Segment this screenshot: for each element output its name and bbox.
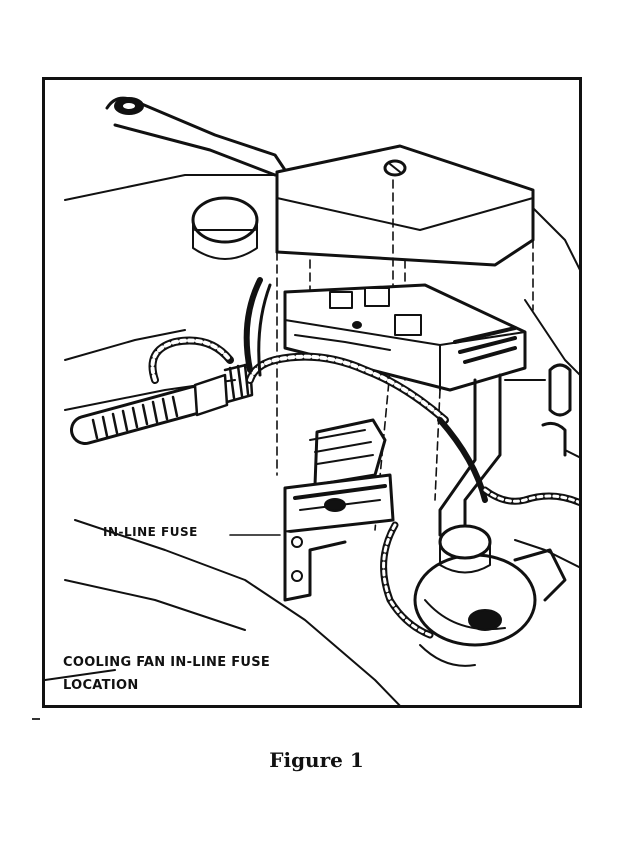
upper-bracket xyxy=(105,96,287,177)
stray-mark xyxy=(32,718,40,720)
mounting-bracket xyxy=(438,373,502,537)
caption-line-1: COOLING FAN IN-LINE FUSE xyxy=(63,655,271,670)
right-side-components xyxy=(504,363,572,457)
engine-bay-illustration xyxy=(45,96,579,705)
fuse-mount-bracket xyxy=(283,530,347,602)
body-panels xyxy=(45,174,579,705)
caption-line-2: LOCATION xyxy=(63,678,139,693)
wire-harness xyxy=(148,277,579,639)
figure-title: Figure 1 xyxy=(269,748,364,772)
figure-frame: IN-LINE FUSE COOLING FAN IN-LINE FUSE LO… xyxy=(42,77,582,708)
fuse-box-cover xyxy=(275,144,535,267)
in-line-fuse-holder xyxy=(283,418,395,534)
in-line-fuse-label: IN-LINE FUSE xyxy=(103,525,198,539)
fuse-block xyxy=(283,283,527,392)
horn-assembly xyxy=(413,524,567,667)
reservoir-cap xyxy=(191,196,259,260)
